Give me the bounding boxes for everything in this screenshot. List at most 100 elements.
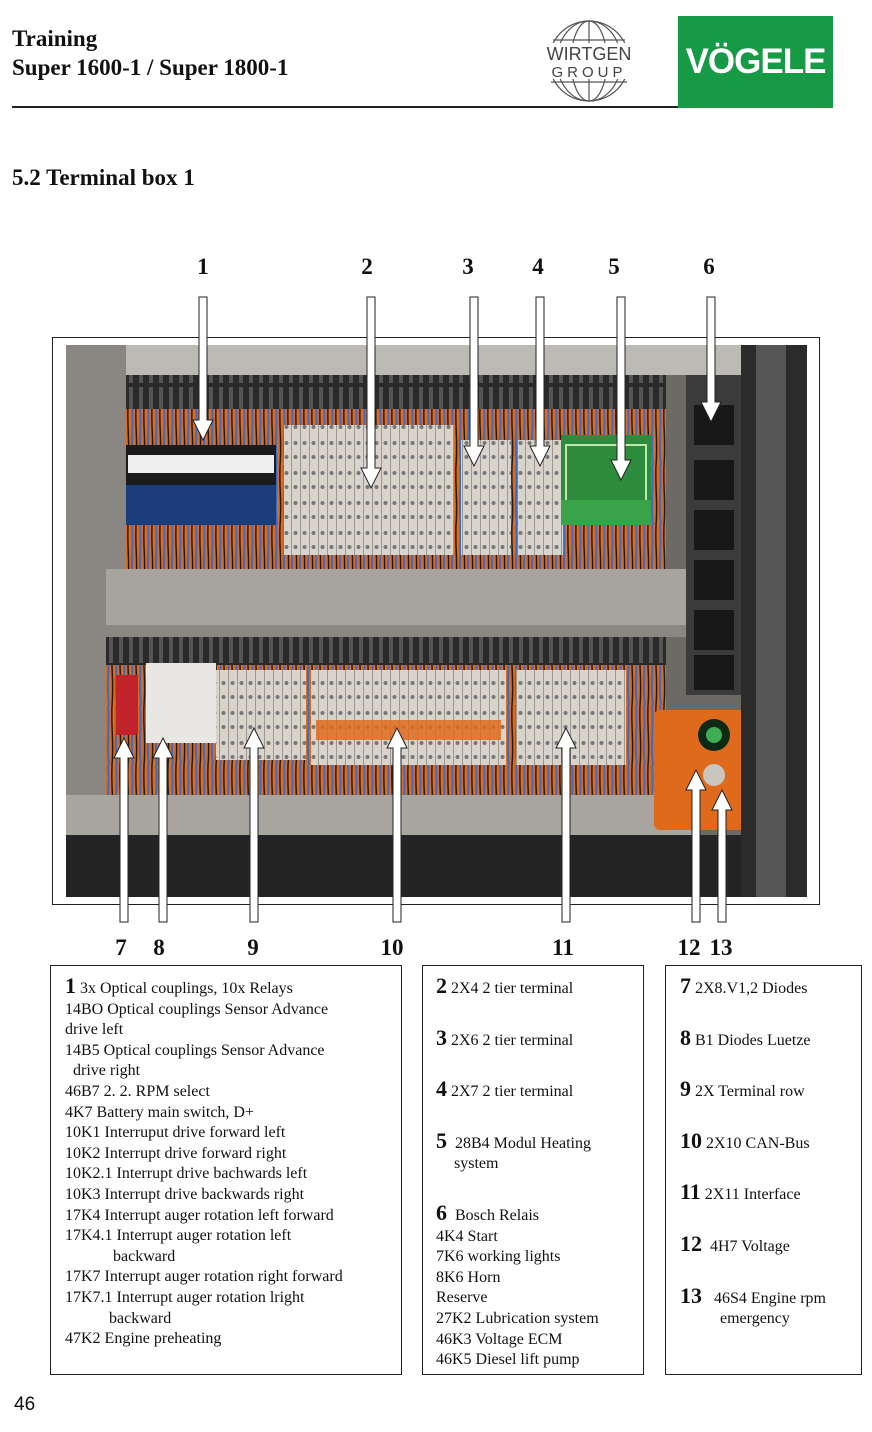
- header-subtitle: Super 1600-1 / Super 1800-1: [12, 55, 289, 80]
- legend-item-4: 4 2X7 2 tier terminal: [436, 1076, 635, 1103]
- legend-text: 3x Optical couplings, 10x Relays: [80, 980, 293, 997]
- legend-number: 10: [680, 1127, 702, 1153]
- arrow-1: [192, 296, 214, 442]
- callout-number-6: 6: [703, 254, 715, 279]
- callout-number-7: 7: [115, 935, 127, 960]
- arrow-2: [360, 296, 382, 490]
- legend-line: 17K7 Interrupt auger rotation right forw…: [65, 1268, 343, 1286]
- header-title: Training: [12, 26, 98, 51]
- legend-item-9: 9 2X Terminal row: [680, 1076, 855, 1103]
- legend-text: 2X Terminal row: [695, 1083, 805, 1101]
- legend-line: backward: [109, 1309, 172, 1327]
- legend-item-3: 3 2X6 2 tier terminal: [436, 1024, 635, 1052]
- legend-item-7: 7 2X8.V1,2 Diodes: [680, 973, 855, 1000]
- legend-item-8: 8 B1 Diodes Luetze: [680, 1024, 855, 1052]
- legend-text: 2X6 2 tier terminal: [451, 1031, 574, 1049]
- legend-line: 14B5 Optical couplings Sensor Advance: [65, 1041, 325, 1059]
- voegele-logo: VÖGELE: [678, 16, 833, 108]
- legend-number: 3: [436, 1024, 447, 1050]
- legend-text: 2X8.V1,2 Diodes: [695, 980, 808, 997]
- callout-number-5: 5: [608, 254, 620, 279]
- legend-box-right: 7 2X8.V1,2 Diodes 8 B1 Diodes Luetze 9 2…: [665, 965, 862, 1375]
- legend-text: 4H7 Voltage: [710, 1237, 790, 1255]
- legend-line: 17K4.1 Interrupt auger rotation left: [65, 1227, 292, 1245]
- legend-number: 7: [680, 973, 691, 998]
- callout-number-8: 8: [153, 935, 165, 960]
- callout-number-2: 2: [361, 254, 373, 279]
- callout-number-11: 11: [552, 935, 574, 960]
- legend-number: 2: [436, 973, 447, 998]
- legend-text: 28B4 Modul Heating: [455, 1134, 591, 1152]
- callout-number-9: 9: [247, 935, 259, 960]
- terminal-box-photo: [66, 345, 807, 897]
- callout-number-10: 10: [380, 935, 404, 960]
- legend-item-6: 6 Bosch Relais: [436, 1199, 635, 1227]
- legend-line: 17K7.1 Interrupt auger rotation lright: [65, 1288, 305, 1306]
- legend-number: 6: [436, 1199, 447, 1225]
- legend-line: drive left: [65, 1021, 124, 1039]
- legend-text-cont: system: [454, 1155, 499, 1173]
- callout-number-3: 3: [462, 254, 474, 279]
- legend-line: 17K4 Interrupt auger rotation left forwa…: [65, 1206, 334, 1224]
- legend-item-10: 10 2X10 CAN-Bus: [680, 1127, 855, 1155]
- relais-line: 7K6 working lights: [436, 1248, 561, 1266]
- arrow-7: [113, 736, 135, 923]
- wirtgen-group-logo: WIRTGEN GROUP: [537, 18, 641, 104]
- legend-item-11: 11 2X11 Interface: [680, 1179, 855, 1206]
- legend-line: 47K2 Engine preheating: [65, 1330, 222, 1348]
- legend-item-13: 13 46S4 Engine rpm: [680, 1282, 855, 1310]
- arrow-5: [610, 296, 632, 482]
- legend-line: 10K2 Interrupt drive forward right: [65, 1144, 287, 1162]
- legend-number: 4: [436, 1076, 447, 1102]
- arrow-13: [711, 788, 733, 923]
- legend-line: 10K3 Interrupt drive backwards right: [65, 1185, 305, 1203]
- legend-item-5: 5 28B4 Modul Heating: [436, 1127, 635, 1155]
- legend-number: 9: [680, 1076, 691, 1102]
- relais-line: 46K3 Voltage ECM: [436, 1330, 563, 1348]
- relais-line: Reserve: [436, 1289, 488, 1307]
- legend-line: 14BO Optical couplings Sensor Advance: [65, 1000, 329, 1018]
- callout-number-1: 1: [197, 254, 209, 279]
- legend-item-12: 12 4H7 Voltage: [680, 1230, 855, 1258]
- legend-number: 1: [65, 973, 76, 998]
- legend-box-middle: 2 2X4 2 tier terminal 3 2X6 2 tier termi…: [422, 965, 644, 1375]
- legend-number: 11: [680, 1179, 701, 1205]
- legend-text: 2X10 CAN-Bus: [706, 1134, 810, 1152]
- legend-number: 12: [680, 1230, 702, 1256]
- section-title: 5.2 Terminal box 1: [12, 165, 195, 190]
- arrow-10: [386, 726, 408, 923]
- legend-line: 4K7 Battery main switch, D+: [65, 1103, 254, 1121]
- callout-number-12: 12: [677, 935, 701, 960]
- legend-line: drive right: [73, 1062, 141, 1080]
- legend-number: 5: [436, 1127, 447, 1153]
- legend-number: 13: [680, 1282, 702, 1308]
- legend-text: 2X7 2 tier terminal: [451, 1083, 574, 1101]
- legend-text: 2X11 Interface: [704, 1186, 801, 1204]
- relais-line: 46K5 Diesel lift pump: [436, 1351, 580, 1369]
- arrow-4: [529, 296, 551, 468]
- legend-box-left: 1 3x Optical couplings, 10x Relays 14BO …: [50, 965, 402, 1375]
- legend-line: 10K1 Interruput drive forward left: [65, 1124, 286, 1142]
- legend-text: Bosch Relais: [455, 1206, 539, 1224]
- callout-number-4: 4: [532, 254, 544, 279]
- legend-text-cont: emergency: [720, 1310, 790, 1328]
- relais-line: 4K4 Start: [436, 1227, 498, 1245]
- arrow-8: [152, 736, 174, 923]
- arrow-3: [463, 296, 485, 468]
- legend-line: backward: [113, 1247, 176, 1265]
- callout-number-13: 13: [709, 935, 733, 960]
- arrow-6: [700, 296, 722, 424]
- legend-number: 8: [680, 1024, 691, 1050]
- relais-line: 27K2 Lubrication system: [436, 1309, 599, 1327]
- header-rule: [12, 106, 678, 108]
- wirtgen-text: WIRTGEN: [547, 44, 632, 64]
- legend-text: B1 Diodes Luetze: [695, 1031, 811, 1049]
- legend-item-1: 1 3x Optical couplings, 10x Relays: [65, 973, 391, 1000]
- legend-line: 10K2.1 Interrupt drive bachwards left: [65, 1165, 308, 1183]
- legend-text: 2X4 2 tier terminal: [451, 980, 574, 997]
- arrow-9: [243, 726, 265, 923]
- page-number: 46: [14, 1394, 36, 1415]
- legend-line: 46B7 2. 2. RPM select: [65, 1082, 210, 1100]
- legend-item-2: 2 2X4 2 tier terminal: [436, 973, 635, 1000]
